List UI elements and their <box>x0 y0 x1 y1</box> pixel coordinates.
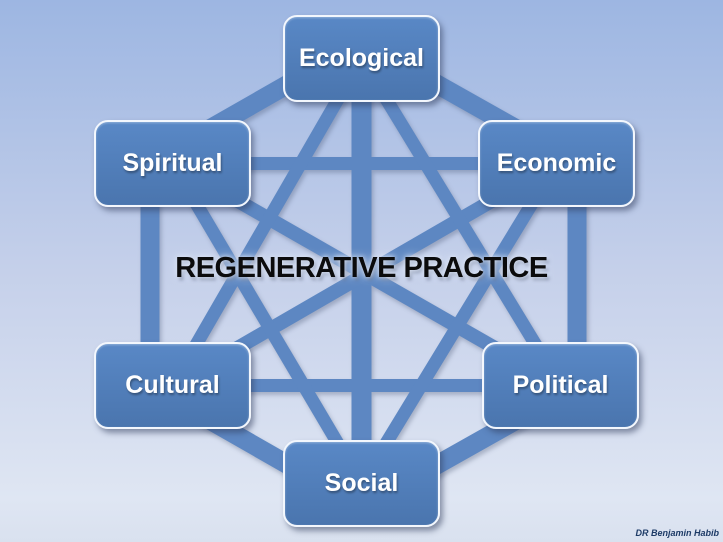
edge-ecological-cultural <box>166 55 368 389</box>
node-label-social: Social <box>324 469 399 497</box>
attribution-text: DR Benjamin Habib <box>635 528 719 538</box>
edge-economic-social <box>355 160 563 487</box>
node-label-ecological: Ecological <box>298 44 425 72</box>
node-box-economic: Economic <box>478 120 635 207</box>
node-label-economic: Economic <box>496 149 617 177</box>
edge-ecological-political <box>355 55 567 389</box>
node-label-political: Political <box>512 371 609 399</box>
node-box-spiritual: Spiritual <box>94 120 251 207</box>
node-box-social: Social <box>283 440 440 527</box>
diagram-title: REGENERATIVE PRACTICE <box>175 252 548 284</box>
node-box-political: Political <box>482 342 639 429</box>
edge-spiritual-social <box>166 160 368 487</box>
node-label-cultural: Cultural <box>125 371 220 399</box>
node-box-ecological: Ecological <box>283 15 440 102</box>
node-label-spiritual: Spiritual <box>122 149 223 177</box>
node-box-cultural: Cultural <box>94 342 251 429</box>
